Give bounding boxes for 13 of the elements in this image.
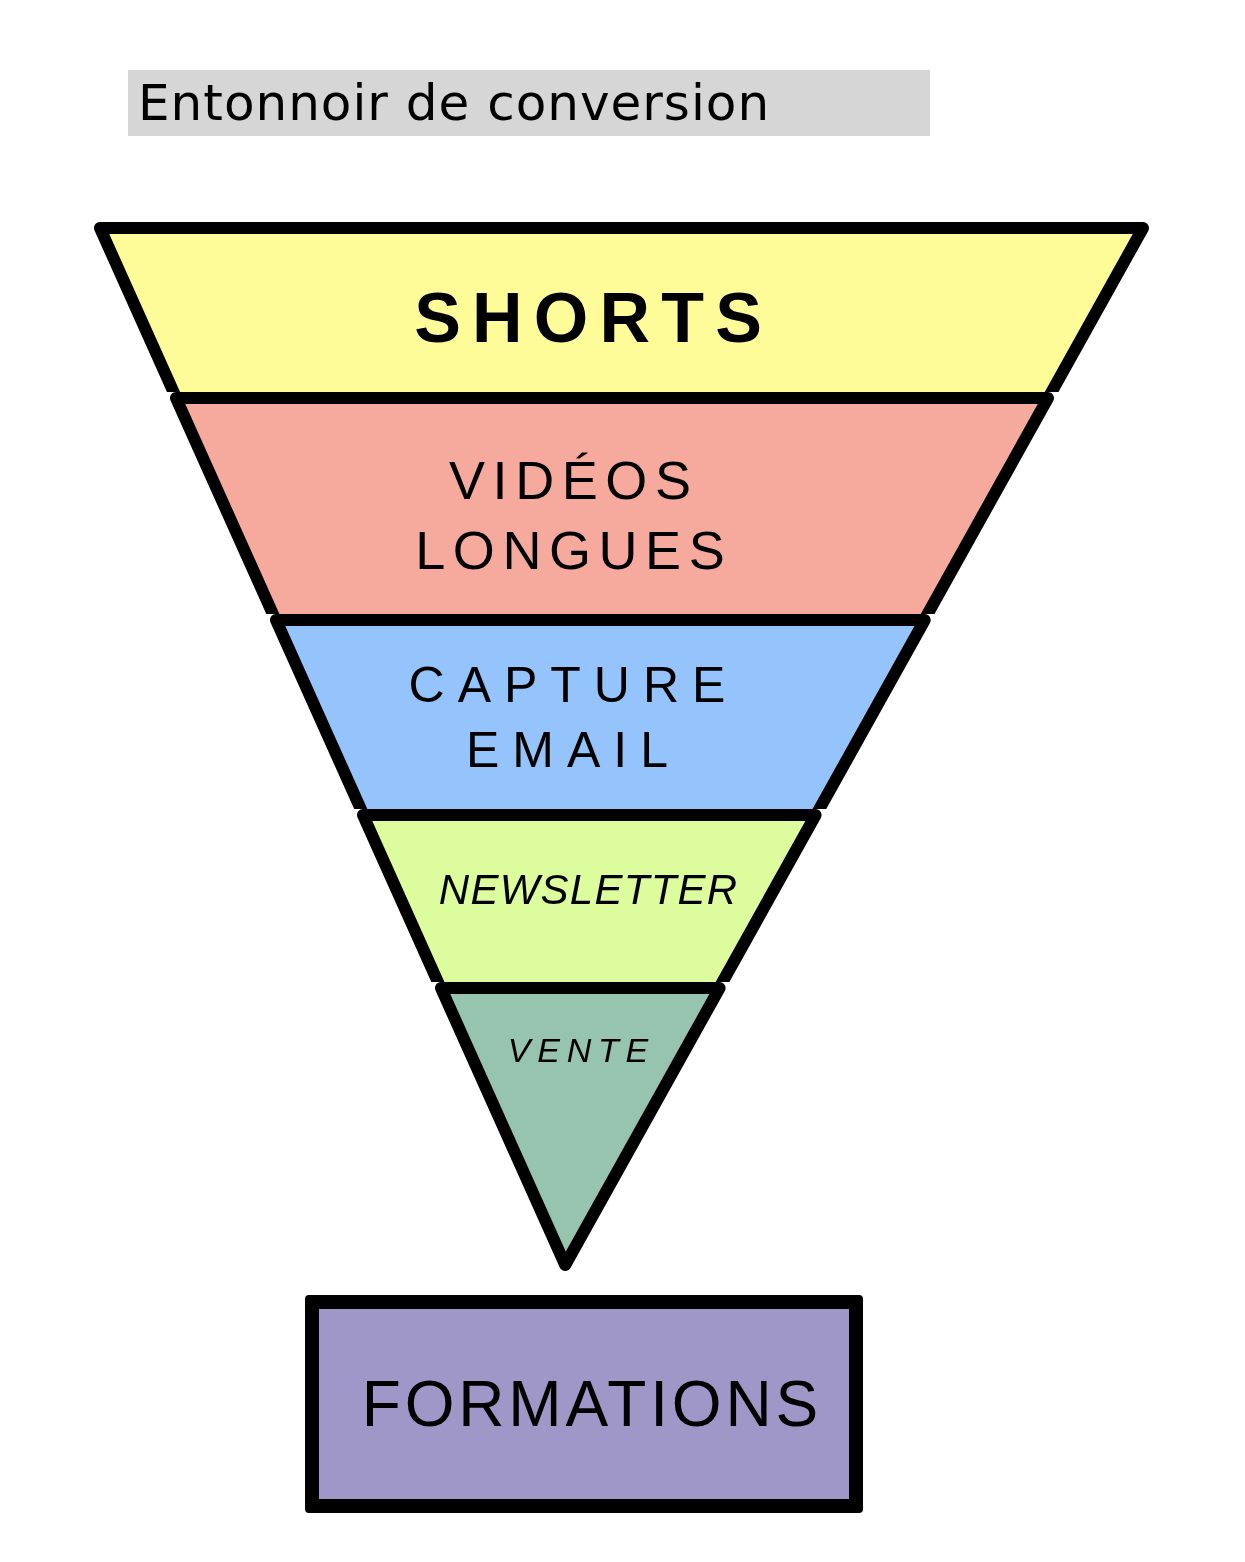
funnel-band	[169, 392, 1056, 614]
band-label: VENTE	[506, 1029, 656, 1071]
band-label: CAPTURE EMAIL	[407, 656, 739, 780]
output-box	[305, 1295, 863, 1513]
band-label: NEWSLETTER	[437, 864, 739, 915]
band-label: VIDÉOS LONGUES	[414, 448, 733, 582]
funnel-band	[268, 614, 932, 809]
title: Entonnoir de conversion	[128, 70, 930, 136]
funnel-band	[433, 982, 727, 1273]
band-label: SHORTS	[413, 277, 774, 359]
funnel-band	[356, 809, 823, 982]
box-label: FORMATIONS	[360, 1367, 823, 1443]
funnel-band	[93, 222, 1150, 392]
